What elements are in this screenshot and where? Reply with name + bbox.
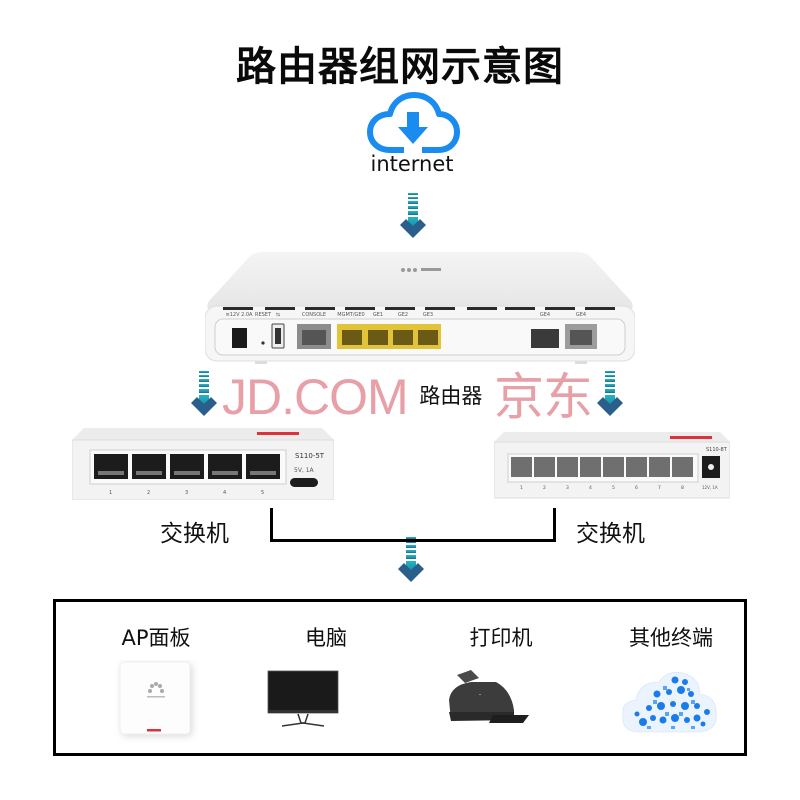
port-number-label: 8 (681, 485, 684, 491)
port-number-label: 3 (566, 485, 569, 491)
iot-cloud-icon (622, 671, 717, 733)
device-ap-panel: AP面板 (76, 622, 236, 736)
router-port-label: GE4 (576, 312, 586, 318)
port-number-label: 4 (589, 485, 592, 491)
router-port-label: ≡12V 2.0A (226, 312, 254, 318)
switch-power-label: 5V, 1A (294, 467, 315, 474)
switch-label: 交换机 (160, 521, 229, 547)
port-number-label: 1 (109, 490, 112, 496)
port-number-label: 2 (147, 490, 150, 496)
port-number-label: 3 (185, 490, 188, 496)
device-other-terminals: 其他终端 (591, 622, 751, 733)
router-port-label: GE2 (398, 312, 408, 318)
device-label: 电脑 (305, 626, 347, 650)
printer-icon (449, 670, 529, 723)
router-port-label: MGMT/GE0 (337, 312, 364, 318)
internet-label: internet (370, 152, 454, 176)
port-number-label: 2 (543, 485, 546, 491)
watermark-right: 京东 (494, 369, 593, 425)
router-label: 路由器 (419, 385, 483, 408)
switch-model-label: S110-8T (706, 447, 728, 453)
cloud-download-icon (367, 92, 460, 154)
down-arrow-icon (400, 193, 426, 238)
router-port-label: ⇆ (276, 312, 280, 318)
port-number-label: 5 (612, 485, 615, 491)
connection-bracket (270, 508, 556, 542)
switch-5-port-device: S110-5T 5V, 1A 1 2 3 4 5 (72, 428, 334, 500)
switch-8-port-device: S110-8T 12V, 1A 1 2 3 4 5 6 7 8 (494, 432, 730, 499)
device-label: AP面板 (121, 626, 191, 650)
device-label: 其他终端 (629, 626, 713, 650)
port-number-label: 5 (261, 490, 264, 496)
switch-label: 交换机 (576, 521, 645, 547)
end-devices-panel: AP面板 电脑 打印机 其他终端 (53, 599, 747, 756)
device-printer: 打印机 (421, 622, 581, 723)
router-port-label: GE4 (540, 312, 550, 318)
port-number-label: 1 (520, 485, 523, 491)
port-number-label: 7 (658, 485, 661, 491)
down-arrow-icon (398, 537, 424, 582)
router-port-label: GE3 (423, 312, 433, 318)
router-port-label: CONSOLE (302, 312, 326, 318)
router-port-label: GE1 (373, 312, 383, 318)
watermark-left: JD.COM (222, 369, 409, 425)
switch-power-label: 12V, 1A (702, 485, 718, 490)
port-number-label: 6 (635, 485, 638, 491)
down-arrow-icon (191, 371, 217, 416)
device-label: 打印机 (469, 626, 533, 650)
down-arrow-icon (597, 371, 623, 416)
ap-panel-icon (119, 661, 192, 736)
monitor-icon (267, 670, 339, 727)
device-computer: 电脑 (246, 622, 406, 727)
switch-model-label: S110-5T (295, 452, 325, 460)
router-port-label: RESET (255, 312, 272, 318)
watermark: JD.COM 路由器 京东 (222, 366, 593, 428)
diagram-title: 路由器组网示意图 (236, 44, 564, 90)
port-number-label: 4 (223, 490, 226, 496)
